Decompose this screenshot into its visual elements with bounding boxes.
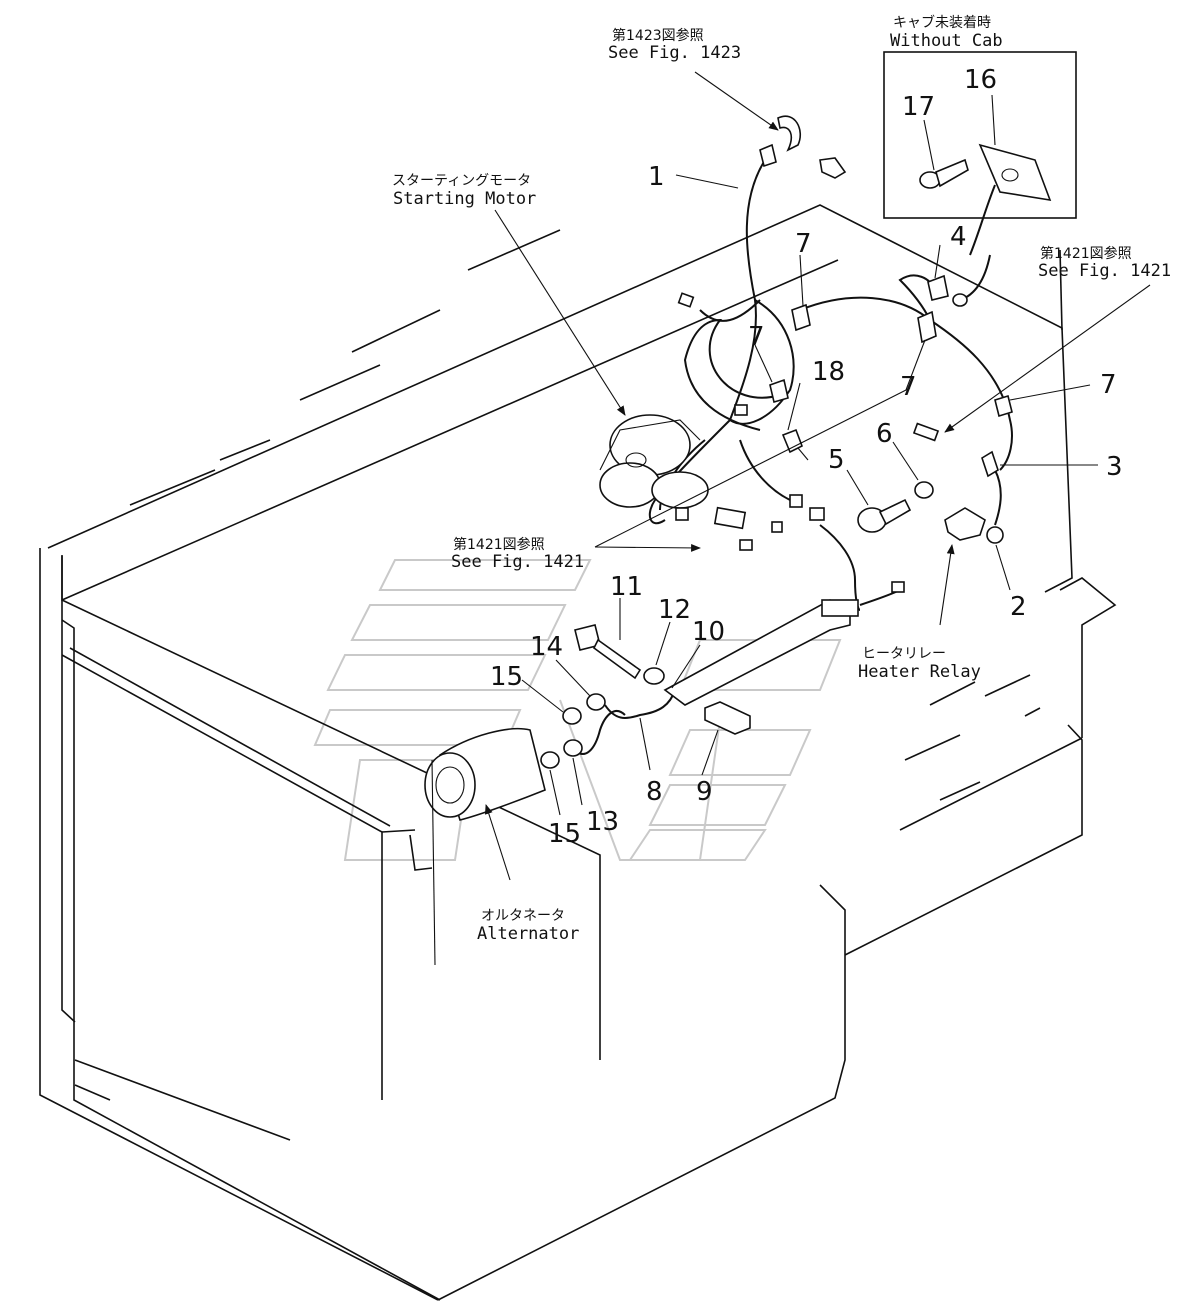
callouts: 1 2 3 4 5 6 7 7 7 7 8 9 10 11 12 13 14 1… [490,65,1123,849]
heater-relay-label-en: Heater Relay [858,662,981,682]
callout-6: 6 [876,419,893,449]
fig1423-note-jp: 第1423図参照 [612,27,704,44]
screw [919,158,969,189]
washer [914,481,934,499]
callout-11: 11 [610,572,643,602]
fig1421-right-note-jp: 第1421図参照 [1040,245,1132,262]
switch-plate [978,143,1052,202]
starting-motor-label-en: Starting Motor [393,189,536,209]
fig1423-note-en: See Fig. 1423 [608,43,741,63]
washer [540,751,560,769]
sensor [781,428,809,461]
connector [675,507,689,521]
bolt [857,498,912,533]
parts [424,115,1052,966]
heater-relay-label-jp: ヒータリレー [862,646,946,662]
connector [771,521,783,533]
connector [789,494,803,508]
callout-8: 8 [646,777,663,807]
connector [819,157,847,179]
wiring-harness [574,159,1013,755]
fig1421-mid-note-en: See Fig. 1421 [451,552,584,572]
fig1421-mid-note-jp: 第1421図参照 [453,536,545,553]
callout-7: 7 [1100,370,1117,400]
callout-12: 12 [658,595,691,625]
clamp [791,303,811,332]
callout-7: 7 [795,229,812,259]
connector [927,274,949,301]
callout-7: 7 [900,372,917,402]
connector [821,599,859,617]
clamp [917,310,937,344]
callout-10: 10 [692,617,725,647]
hose [777,115,802,152]
washer [643,667,665,685]
connector [734,404,748,416]
callout-13: 13 [586,807,619,837]
callout-9: 9 [696,777,713,807]
callout-4: 4 [950,222,967,252]
leaders [484,71,1151,881]
callout-16: 16 [964,65,997,95]
connector [759,143,777,168]
bolt [574,624,642,680]
fig1421-right-note-en: See Fig. 1421 [1038,261,1171,281]
screw [1001,168,1019,182]
connector [891,581,905,593]
clamp [994,394,1013,418]
without-cab-label-en: Without Cab [890,31,1003,51]
starting-motor [599,414,709,509]
without-cab-label-jp: キャブ未装着時 [893,14,991,31]
callout-18: 18 [812,357,845,387]
callout-3: 3 [1106,452,1123,482]
callout-15: 15 [548,819,581,849]
connector [677,292,695,308]
alternator [424,727,546,966]
callout-15: 15 [490,662,523,692]
connector [713,506,747,530]
callout-14: 14 [530,632,563,662]
connector [912,422,940,442]
starting-motor-label-jp: スターティングモータ [392,173,531,189]
callout-1: 1 [648,162,665,192]
callout-17: 17 [902,92,935,122]
machine-body [39,204,1117,1301]
callout-2: 2 [1010,592,1027,622]
clamp [769,378,789,403]
connector [739,539,753,551]
heater-relay [944,507,1004,544]
nut [586,693,606,711]
without-cab-inset [883,51,1077,219]
alternator-label-jp: オルタネータ [481,908,565,924]
callout-5: 5 [828,445,845,475]
clip [981,450,999,478]
nut [563,739,583,757]
labels: 第1423図参照 See Fig. 1423 キャブ未装着時 Without C… [392,14,1171,944]
callout-7: 7 [748,322,765,352]
block [704,701,751,735]
connector [952,293,968,307]
connector [809,507,825,521]
washer [562,707,582,725]
alternator-label-en: Alternator [477,924,579,944]
